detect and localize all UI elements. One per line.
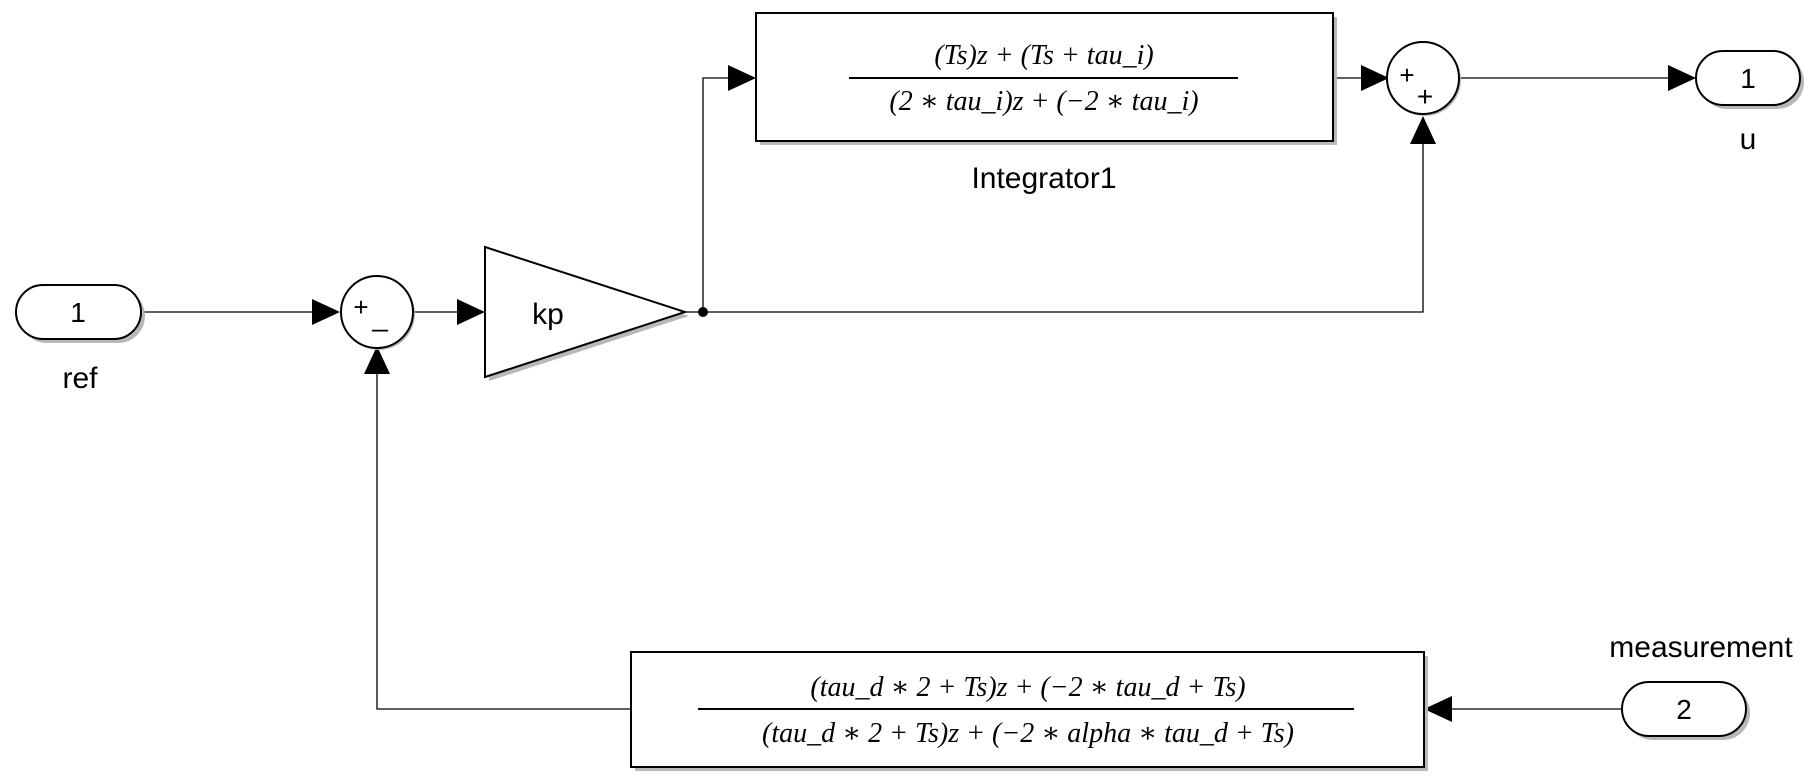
inport-ref[interactable]: 1 bbox=[15, 284, 145, 343]
gain-block-kp[interactable]: kp bbox=[484, 245, 689, 381]
arrow-into-sum1-left bbox=[312, 299, 340, 325]
sum-block-output[interactable]: + + bbox=[1386, 41, 1461, 116]
sum-block-error[interactable]: + _ bbox=[340, 275, 415, 350]
arrow-into-sum2-bottom bbox=[1410, 116, 1436, 144]
gain-block-body[interactable] bbox=[484, 245, 689, 379]
signal-lines bbox=[143, 65, 1696, 722]
feedback-filter-denominator: (tau_d ∗ 2 + Ts)z + (−2 ∗ alpha ∗ tau_d … bbox=[762, 718, 1294, 749]
integrator-denominator: (2 ∗ tau_i)z + (−2 ∗ tau_i) bbox=[889, 86, 1198, 117]
sum-block-error-body[interactable] bbox=[340, 275, 414, 349]
sum2-sign-bottom: + bbox=[1417, 81, 1433, 112]
inport-measurement-number: 2 bbox=[1676, 694, 1692, 725]
integrator-block[interactable]: (Ts)z + (Ts + tau_i) (2 ∗ tau_i)z + (−2 … bbox=[755, 12, 1337, 145]
inport-measurement[interactable]: 2 bbox=[1621, 681, 1750, 740]
integrator-name-label: Integrator1 bbox=[971, 162, 1116, 195]
inport-ref-label: ref bbox=[62, 362, 98, 395]
gain-label: kp bbox=[532, 298, 564, 331]
outport-u[interactable]: 1 bbox=[1695, 50, 1804, 109]
sum2-sign-top: + bbox=[1399, 60, 1414, 90]
feedback-filter-block[interactable]: (tau_d ∗ 2 + Ts)z + (−2 ∗ tau_d + Ts) (t… bbox=[630, 651, 1428, 771]
feedback-filter-numerator: (tau_d ∗ 2 + Ts)z + (−2 ∗ tau_d + Ts) bbox=[810, 672, 1245, 703]
outport-u-label: u bbox=[1740, 123, 1757, 156]
wire-filter-to-sum1[interactable] bbox=[376, 374, 631, 710]
inport-measurement-label: measurement bbox=[1609, 631, 1793, 664]
wire-branch-to-integrator[interactable] bbox=[702, 77, 728, 312]
inport-measurement-body[interactable] bbox=[1621, 681, 1747, 737]
arrow-into-u bbox=[1668, 65, 1696, 91]
outport-u-body[interactable] bbox=[1695, 50, 1801, 106]
arrow-into-gain bbox=[457, 299, 485, 325]
inport-ref-number: 1 bbox=[70, 297, 86, 328]
integrator-numerator: (Ts)z + (Ts + tau_i) bbox=[934, 40, 1153, 71]
sum-block-output-body[interactable] bbox=[1386, 41, 1460, 115]
arrow-into-integrator bbox=[728, 65, 756, 91]
arrow-into-filter bbox=[1424, 696, 1452, 722]
arrow-into-sum1-bottom bbox=[364, 346, 390, 374]
wire-branch-to-sum2[interactable] bbox=[703, 144, 1424, 313]
inport-ref-body[interactable] bbox=[15, 284, 142, 340]
arrow-into-sum2-left bbox=[1361, 65, 1389, 91]
outport-u-number: 1 bbox=[1740, 63, 1756, 94]
sum1-sign-top: + bbox=[353, 292, 368, 322]
sum1-sign-bottom: _ bbox=[371, 301, 388, 332]
